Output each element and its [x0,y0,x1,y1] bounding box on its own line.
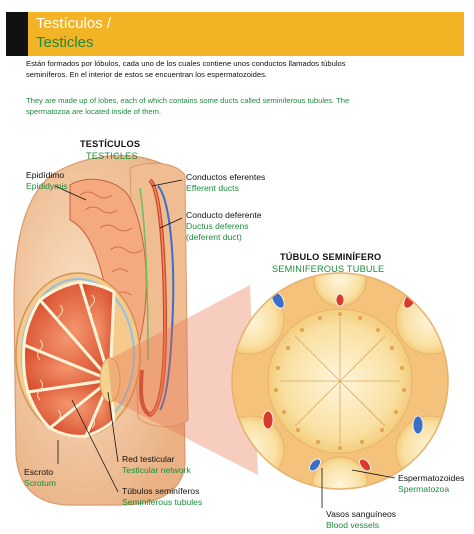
label-network-en: Testicular network [122,465,191,476]
label-tubule-es: TÚBULO SEMINÍFERO [280,252,381,263]
label-deferent-en2: (deferent duct) [186,232,242,243]
label-testicles-es: TESTÍCULOS [80,139,140,150]
label-vessels-es: Vasos sanguíneos [326,509,396,520]
label-efferent-es: Conductos eferentes [186,172,265,183]
label-sperm-es: Espermatozoides [398,473,464,484]
label-efferent-en: Efferent ducts [186,183,239,194]
label-epididymis-es: Epidídimo [26,170,64,181]
label-epididymis-en: Epididymis [26,181,68,192]
label-scrotum-en: Scrotum [24,478,56,489]
label-sperm-en: Spermatozoa [398,484,449,495]
label-deferent-en1: Ductus deferens [186,221,249,232]
label-tubules-en: Seminiferous tubules [122,497,202,508]
label-tubule-en: SEMINIFEROUS TUBULE [272,264,384,275]
label-tubules-es: Túbulos seminíferos [122,486,199,497]
label-testicles-en: TESTICLES [86,151,138,162]
label-deferent-es: Conducto deferente [186,210,262,221]
testis-lobules [24,282,115,436]
label-vessels-en: Blood vessels [326,520,379,531]
label-network-es: Red testicular [122,454,175,465]
label-scrotum-es: Escroto [24,467,53,478]
